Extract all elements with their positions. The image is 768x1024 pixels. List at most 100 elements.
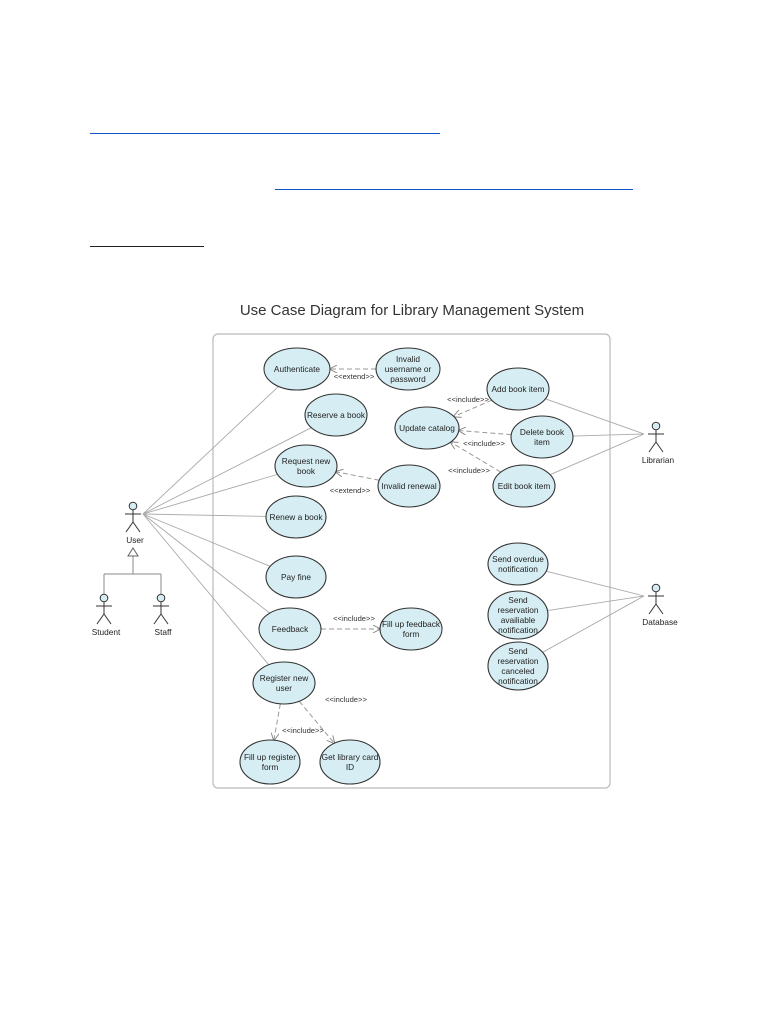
use-case-label: Request new bbox=[282, 456, 331, 466]
use-case-label: Pay fine bbox=[281, 572, 311, 582]
use-case-ellipse bbox=[239, 739, 301, 785]
actor-right-leg bbox=[655, 603, 664, 615]
actor-database[interactable]: Database bbox=[642, 583, 678, 627]
use-case-ellipse bbox=[265, 495, 327, 539]
link-underline-2[interactable] bbox=[275, 189, 633, 190]
actor-head bbox=[651, 583, 661, 593]
use-case-ellipse bbox=[487, 590, 549, 640]
use-case-label: book bbox=[297, 466, 316, 476]
use-case-label: Add book item bbox=[491, 384, 544, 394]
section-heading-underline bbox=[90, 246, 204, 247]
actor-label: Librarian bbox=[642, 455, 675, 465]
actor-label: User bbox=[126, 535, 144, 545]
use-case-label: password bbox=[390, 374, 426, 384]
use-case-label: Invalid renewal bbox=[381, 481, 437, 491]
dependency-add-book-update-catalog bbox=[454, 399, 492, 416]
dependency-register-user-get-card bbox=[298, 700, 334, 743]
dependency-invalid-renewal-request-book bbox=[336, 472, 380, 481]
association-user-renew-book bbox=[142, 513, 267, 517]
use-case-label: ID bbox=[346, 762, 354, 772]
use-case-ellipse bbox=[379, 607, 443, 651]
dependencies-layer: <<extend>><<extend>><<include>><<include… bbox=[274, 369, 512, 743]
use-case-label: reservation bbox=[497, 605, 538, 615]
actor-right-leg bbox=[132, 521, 141, 533]
use-case-label: form bbox=[403, 629, 420, 639]
use-case-ellipse bbox=[252, 661, 316, 705]
use-case-edit-book[interactable]: Edit book item bbox=[492, 464, 556, 508]
actor-staff[interactable]: Staff bbox=[153, 593, 173, 637]
dependency-label: <<include>> bbox=[333, 614, 375, 623]
actor-head bbox=[128, 501, 138, 511]
generalizations-layer bbox=[103, 547, 162, 596]
actor-left-leg bbox=[648, 603, 657, 615]
use-case-label: user bbox=[276, 683, 292, 693]
use-case-add-book[interactable]: Add book item bbox=[486, 367, 550, 411]
use-case-label: Authenticate bbox=[274, 364, 321, 374]
dependency-label: <<include>> bbox=[463, 439, 505, 448]
use-case-ellipse bbox=[487, 542, 549, 586]
dependency-label: <<include>> bbox=[448, 466, 490, 475]
use-case-ellipse bbox=[510, 415, 574, 459]
actor-right-leg bbox=[160, 613, 169, 625]
association-database-res-available bbox=[547, 595, 645, 611]
use-case-feedback[interactable]: Feedback bbox=[258, 607, 322, 651]
association-librarian-add-book bbox=[545, 398, 645, 435]
use-case-label: Invalid bbox=[396, 354, 420, 364]
use-case-ellipse bbox=[486, 367, 550, 411]
use-case-renew-book[interactable]: Renew a book bbox=[265, 495, 327, 539]
use-case-authenticate[interactable]: Authenticate bbox=[263, 347, 331, 391]
association-database-res-canceled bbox=[542, 595, 645, 653]
association-user-authenticate bbox=[142, 386, 279, 515]
actor-student[interactable]: Student bbox=[92, 593, 121, 637]
link-underline-1[interactable] bbox=[90, 133, 440, 134]
actor-head bbox=[651, 421, 661, 431]
dependency-edit-book-update-catalog bbox=[451, 442, 502, 473]
use-case-label: form bbox=[262, 762, 279, 772]
use-case-invalid-renewal[interactable]: Invalid renewal bbox=[377, 464, 441, 508]
use-case-label: Reserve a book bbox=[307, 410, 366, 420]
actor-left-leg bbox=[96, 613, 105, 625]
use-case-ellipse bbox=[304, 393, 368, 437]
use-case-label: Register new bbox=[260, 673, 309, 683]
dependency-label: <<extend>> bbox=[330, 486, 371, 495]
use-case-pay-fine[interactable]: Pay fine bbox=[265, 555, 327, 599]
actor-user[interactable]: User bbox=[125, 501, 144, 545]
use-case-label: Edit book item bbox=[498, 481, 551, 491]
use-case-label: notification bbox=[498, 564, 538, 574]
actor-librarian[interactable]: Librarian bbox=[642, 421, 675, 465]
actor-label: Staff bbox=[155, 627, 173, 637]
use-case-reserve-book[interactable]: Reserve a book bbox=[304, 393, 368, 437]
use-case-ellipse bbox=[319, 739, 381, 785]
use-case-label: canceled bbox=[501, 666, 535, 676]
dependency-delete-book-update-catalog bbox=[459, 430, 512, 436]
use-case-ellipse bbox=[487, 641, 549, 691]
generalization-arrowhead bbox=[127, 547, 139, 557]
actor-left-leg bbox=[125, 521, 134, 533]
actor-label: Database bbox=[642, 617, 678, 627]
use-case-label: Renew a book bbox=[269, 512, 323, 522]
use-case-label: Delete book bbox=[520, 427, 565, 437]
use-case-ellipse bbox=[375, 347, 441, 391]
use-case-label: username or bbox=[385, 364, 432, 374]
use-case-label: Fill up feedback bbox=[382, 619, 441, 629]
use-case-label: Feedback bbox=[272, 624, 309, 634]
use-case-update-catalog[interactable]: Update catalog bbox=[394, 406, 460, 450]
association-user-request-book bbox=[142, 473, 278, 515]
use-case-label: notification bbox=[498, 625, 538, 635]
system-boundary bbox=[212, 333, 611, 789]
use-case-label: Get library card bbox=[322, 752, 379, 762]
diagram-title: Use Case Diagram for Library Management … bbox=[240, 302, 584, 319]
actor-left-leg bbox=[648, 441, 657, 453]
